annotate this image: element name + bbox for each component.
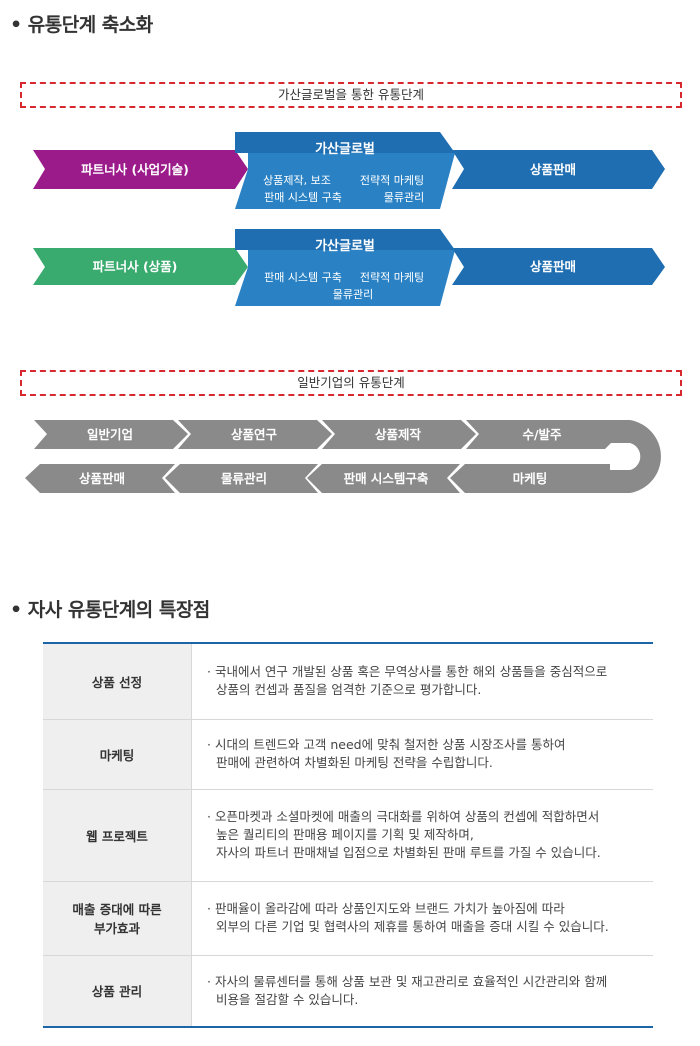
row2-partner-arrow — [33, 248, 248, 285]
feature-desc: · 시대의 트렌드와 고객 need에 맞춰 철저한 상품 시장조사를 통하여 … — [191, 719, 653, 790]
gasan-flow-box: 가산글로벌을 통한 유통단계 — [20, 82, 682, 108]
row2-center-top — [235, 229, 455, 250]
bottom-arrow-2 — [165, 464, 318, 493]
bottom-arrow-3 — [307, 464, 460, 493]
bottom-arrow-4-label: 마케팅 — [513, 471, 548, 486]
row1-center-item-4: 물류관리 — [384, 191, 424, 204]
desc-line: · 자사의 물류센터를 통해 상품 보관 및 재고관리로 효율적인 시간관리와 … — [207, 973, 608, 989]
top-arrow-1 — [34, 420, 188, 449]
row1-partner-arrow — [33, 150, 248, 189]
feature-label-line: 매출 증대에 따른 — [72, 902, 162, 917]
feature-desc: · 오픈마켓과 소셜마켓에 매출의 극대화를 위하여 상품의 컨셉에 적합하면서… — [191, 789, 653, 882]
bottom-arrow-1-label: 상품판매 — [79, 471, 125, 486]
row2-center-item-2: 전략적 마케팅 — [360, 271, 424, 284]
row2-partner-label: 파트너사 (상품) — [93, 259, 178, 274]
desc-line: 외부의 다른 기업 및 협력사의 제휴를 통하여 매출을 증대 시킬 수 있습니… — [216, 919, 609, 934]
bottom-arrow-4 — [450, 464, 610, 493]
row1-center-top — [235, 132, 455, 153]
row1-center-item-3: 판매 시스템 구축 — [264, 191, 342, 204]
bottom-arrow-2-label: 물류관리 — [221, 471, 267, 486]
feature-label: 상품 선정 — [43, 643, 192, 720]
row2-center-bottom — [235, 250, 455, 306]
desc-line: · 시대의 트렌드와 고객 need에 맞춰 철저한 상품 시장조사를 통하여 — [207, 737, 566, 752]
desc-line: · 판매율이 올라감에 따라 상품인지도와 브랜드 가치가 높아짐에 따라 — [207, 901, 565, 916]
general-flow-box: 일반기업의 유통단계 — [20, 370, 682, 396]
general-flow-diagram: 일반기업 상품연구 상품제작 수/발주 상품판매 물류관리 판매 시스템구축 마… — [25, 420, 661, 493]
desc-line: 자사의 파트너 판매채널 입점으로 차별화된 판매 루트를 가질 수 있습니다. — [216, 845, 601, 860]
feature-desc: · 국내에서 연구 개발된 상품 혹은 무역상사를 통한 해외 상품들을 중심적… — [191, 643, 653, 720]
section-title-features: • 자사 유통단계의 특장점 — [10, 599, 210, 621]
row1-center-item-2: 전략적 마케팅 — [360, 174, 424, 187]
table-row: 웹 프로젝트 · 오픈마켓과 소셜마켓에 매출의 극대화를 위하여 상품의 컨셉… — [43, 789, 653, 882]
row1-end-arrow — [452, 150, 665, 189]
row1-center-bottom — [235, 153, 455, 209]
bottom-arrow-1 — [25, 464, 175, 493]
gasan-flow-diagram: 파트너사 (사업기술) 가산글로벌 상품제작, 보조 전략적 마케팅 판매 시스… — [33, 132, 665, 306]
top-arrow-1-label: 일반기업 — [87, 427, 133, 442]
table-row: 마케팅 · 시대의 트렌드와 고객 need에 맞춰 철저한 상품 시장조사를 … — [43, 719, 653, 790]
feature-label: 매출 증대에 따른 부가효과 — [43, 881, 192, 956]
desc-line: 판매에 관련하여 차별화된 마케팅 전략을 수립합니다. — [216, 755, 493, 770]
row2-center-title: 가산글로벌 — [315, 238, 375, 254]
feature-label: 상품 관리 — [43, 955, 192, 1028]
row2-end-arrow — [452, 248, 665, 285]
desc-line: · 오픈마켓과 소셜마켓에 매출의 극대화를 위하여 상품의 컨셉에 적합하면서 — [207, 809, 600, 824]
desc-line: 비용을 절감할 수 있습니다. — [216, 991, 359, 1007]
row2-center-item-1: 판매 시스템 구축 — [264, 271, 342, 284]
top-arrow-4-label: 수/발주 — [522, 427, 562, 442]
desc-line: · 국내에서 연구 개발된 상품 혹은 무역상사를 통한 해외 상품들을 중심적… — [207, 664, 608, 680]
section-title-distribution: • 유통단계 축소화 — [10, 14, 153, 36]
feature-label: 마케팅 — [43, 719, 192, 790]
top-arrow-2 — [178, 420, 332, 449]
table-row: 상품 선정 · 국내에서 연구 개발된 상품 혹은 무역상사를 통한 해외 상품… — [43, 643, 653, 720]
row1-partner-label: 파트너사 (사업기술) — [81, 162, 189, 177]
bottom-arrow-3-label: 판매 시스템구축 — [344, 471, 429, 486]
row2-end-label: 상품판매 — [530, 259, 576, 274]
feature-label: 웹 프로젝트 — [43, 789, 192, 882]
table-row: 매출 증대에 따른 부가효과 · 판매율이 올라감에 따라 상품인지도와 브랜드… — [43, 881, 653, 956]
top-arrow-3 — [322, 420, 476, 449]
feature-desc: · 판매율이 올라감에 따라 상품인지도와 브랜드 가치가 높아짐에 따라 외부… — [191, 881, 653, 956]
features-table: 상품 선정 · 국내에서 연구 개발된 상품 혹은 무역상사를 통한 해외 상품… — [43, 642, 653, 1028]
desc-line: 상품의 컨셉과 품질을 엄격한 기준으로 평가합니다. — [216, 682, 482, 698]
desc-line: 높은 퀄리티의 판매용 페이지를 기획 및 제작하며, — [216, 827, 474, 842]
feature-desc: · 자사의 물류센터를 통해 상품 보관 및 재고관리로 효율적인 시간관리와 … — [191, 955, 653, 1028]
row2-center-item-3: 물류관리 — [333, 288, 373, 301]
top-arrow-4 — [466, 420, 620, 449]
top-arrow-2-label: 상품연구 — [231, 427, 278, 442]
row1-end-label: 상품판매 — [530, 162, 576, 177]
feature-label-line: 부가효과 — [93, 921, 140, 936]
table-row: 상품 관리 · 자사의 물류센터를 통해 상품 보관 및 재고관리로 효율적인 … — [43, 955, 653, 1028]
row1-center-title: 가산글로벌 — [315, 141, 375, 157]
row1-center-item-1: 상품제작, 보조 — [263, 174, 331, 187]
top-arrow-3-label: 상품제작 — [375, 427, 422, 442]
